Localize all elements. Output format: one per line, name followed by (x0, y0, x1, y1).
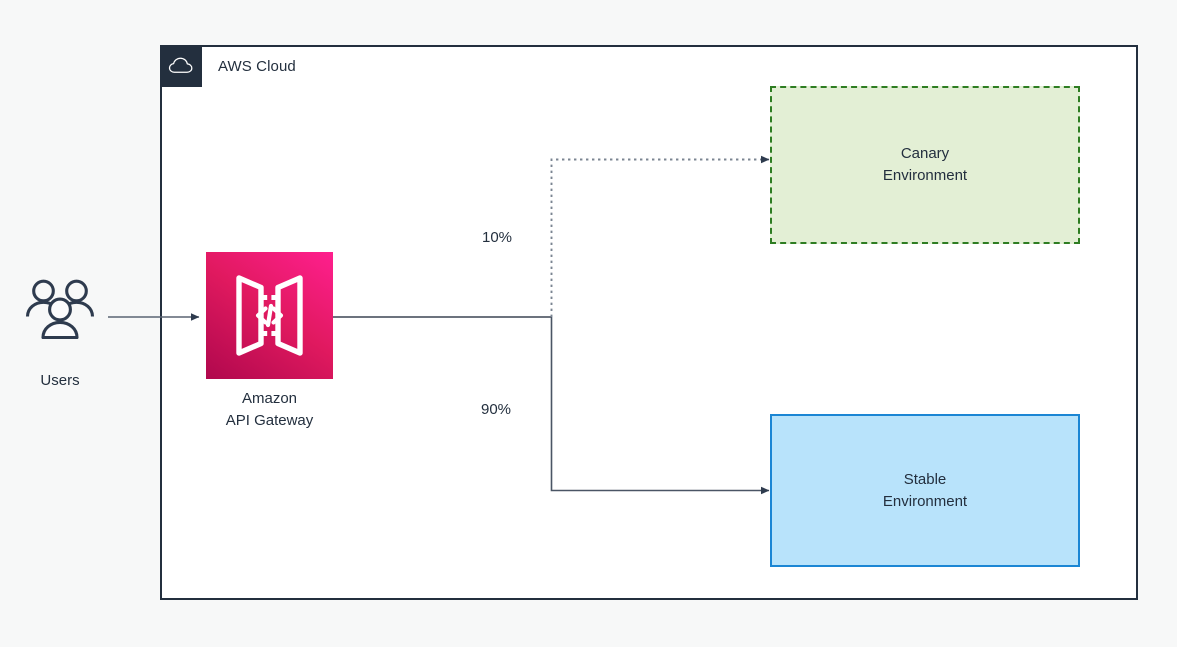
canary-label-line2: Environment (882, 167, 968, 184)
users-icon (22, 276, 98, 348)
aws-cloud-label: AWS Cloud (218, 58, 296, 75)
api-gateway-label-line2: API Gateway (225, 412, 314, 429)
stable-environment-label: Stable Environment (883, 469, 967, 513)
flow-api-gateway-to-stable (550, 317, 770, 495)
stable-traffic-percent-label: 90% (481, 401, 512, 418)
api-gateway-icon (206, 252, 333, 379)
canary-label-line1: Canary (900, 145, 950, 162)
flow-api-gateway-to-canary (550, 155, 770, 317)
stable-label-line2: Environment (882, 492, 968, 510)
users-node: Users (12, 276, 108, 396)
users-label: Users (40, 372, 80, 389)
stable-label-line1: Stable (903, 470, 947, 488)
api-gateway-label: Amazon API Gateway (181, 388, 358, 432)
api-gateway-node: Amazon API Gateway (181, 252, 358, 432)
stable-environment-box[interactable]: Stable Environment (770, 414, 1080, 567)
api-gateway-label-line1: Amazon (241, 390, 298, 407)
canary-environment-label: Canary Environment (883, 143, 967, 187)
canary-traffic-percent-label: 10% (482, 229, 513, 246)
aws-cloud-icon (160, 45, 202, 87)
canary-environment-box[interactable]: Canary Environment (770, 86, 1080, 244)
